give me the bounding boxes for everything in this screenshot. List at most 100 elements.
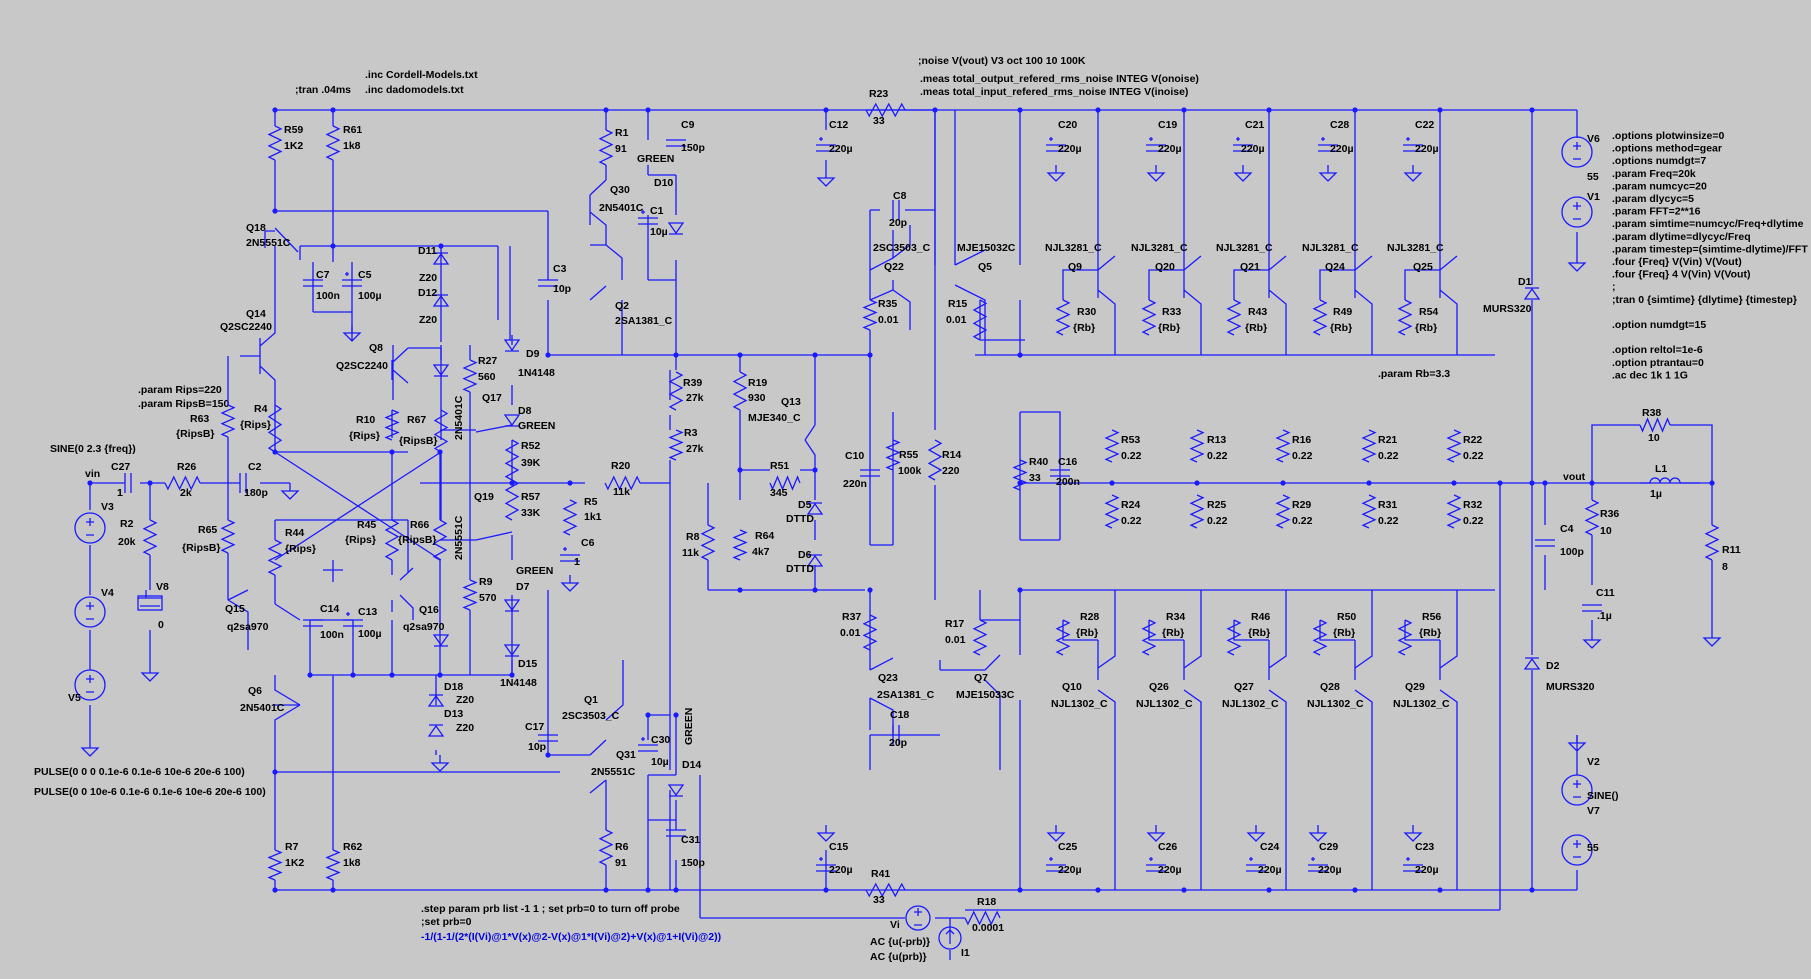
resistor [1312, 299, 1328, 336]
component-label: R46 [1251, 611, 1270, 623]
component-label: R54 [1419, 306, 1438, 318]
component-label: D8 [518, 405, 532, 417]
component-label: NJL1302_C [1136, 698, 1193, 710]
component-label: R19 [748, 377, 767, 389]
component-label: 1k8 [343, 140, 361, 152]
component-label: 0.22 [1207, 515, 1228, 527]
directive-line: .option reltol=1e-6 [1612, 344, 1703, 356]
component-label: R56 [1422, 611, 1441, 623]
component-label: 2N5401C [599, 202, 644, 214]
resistor [964, 910, 1001, 926]
resistor [1397, 299, 1413, 336]
component-label: C13 [358, 606, 377, 618]
diode [1523, 287, 1541, 300]
component-label: D10 [654, 177, 673, 189]
component-label: R53 [1121, 434, 1140, 446]
directive-meas1: .meas total_output_refered_rms_noise INT… [920, 73, 1199, 85]
directive-line: .param timestep=(simtime-dlytime)/FFT [1612, 243, 1808, 255]
component-label: 39K [521, 457, 541, 469]
component-label: C21 [1245, 119, 1264, 131]
component-label: I1 [961, 947, 970, 959]
capacitor [892, 200, 900, 220]
component-label: Q29 [1405, 681, 1425, 693]
component-label: 2N5401C [240, 702, 285, 714]
component-label: V4 [101, 587, 114, 599]
component-label: L1 [1655, 463, 1667, 475]
component-label: 100k [898, 465, 922, 477]
component-label: V2 [1587, 756, 1600, 768]
capacitor [343, 612, 363, 627]
component-label: DTTD [786, 563, 814, 575]
component-label: 0.22 [1463, 515, 1484, 527]
component-label: NJL3281_C [1045, 242, 1102, 254]
component-label: 100µ [358, 290, 382, 302]
diode [503, 599, 521, 612]
directive-line: .param dlycyc=5 [1612, 193, 1694, 205]
component-label: vout [1563, 471, 1586, 483]
component-label: 0.22 [1378, 450, 1399, 462]
component-label: 10p [528, 741, 546, 753]
component-label: V6 [1587, 133, 1600, 145]
component-label: C2 [248, 461, 262, 473]
component-label: 220µ [1058, 143, 1082, 155]
directive-line: .param numcyc=20 [1612, 180, 1707, 192]
component-label: V5 [68, 692, 81, 704]
component-label: 100p [1560, 546, 1584, 558]
capacitor [1050, 469, 1070, 477]
resistor [1189, 494, 1205, 529]
component-label: C14 [320, 603, 339, 615]
component-label: Z20 [419, 272, 437, 284]
component-label: MJE340_C [748, 412, 801, 424]
component-label: 0.22 [1463, 450, 1484, 462]
ground [1146, 825, 1166, 842]
resistor [433, 409, 449, 453]
component-label: Q8 [369, 342, 383, 354]
resistor [267, 849, 283, 881]
component-label: Q1 [584, 694, 598, 706]
capacitor [1146, 857, 1166, 872]
diode [427, 694, 445, 707]
component-label: GREEN [516, 565, 553, 577]
component-label: R18 [977, 896, 996, 908]
voltage-source [74, 512, 106, 544]
component-label: C25 [1058, 841, 1077, 853]
source-pulse2: PULSE(0 0 10e-6 0.1e-6 0.1e-6 10e-6 20e-… [34, 786, 266, 798]
component-label: 220µ [1058, 864, 1082, 876]
component-label: 2SC3503_C [873, 242, 931, 254]
component-label: SINE() [1587, 790, 1619, 802]
resistor [668, 371, 684, 411]
component-label: D15 [518, 658, 537, 670]
component-label: Z20 [419, 314, 437, 326]
resistor [769, 475, 801, 491]
component-label: 100n [316, 290, 340, 302]
diode [806, 502, 824, 515]
component-label: Q6 [248, 685, 262, 697]
component-label: Q17 [482, 392, 502, 404]
resistor [164, 475, 201, 491]
component-label: C26 [1158, 841, 1177, 853]
capacitor [1246, 857, 1266, 872]
param-rb: .param Rb=3.3 [1378, 368, 1450, 380]
component-label: C11 [1596, 587, 1615, 599]
diode [427, 724, 445, 737]
component-label: D13 [444, 708, 463, 720]
component-label-vertical: GREEN [683, 708, 695, 745]
component-label: 0.22 [1292, 515, 1313, 527]
component-label: 10 [1648, 432, 1660, 444]
component-label: NJL1302_C [1307, 698, 1364, 710]
component-label: Z20 [456, 722, 474, 734]
ground [1308, 825, 1328, 842]
component-label: Q16 [419, 604, 439, 616]
capacitor [1046, 857, 1066, 872]
component-label: C31 [681, 834, 700, 846]
component-label: D1 [1518, 276, 1532, 288]
directive-block-right: .options plotwinsize=0.options method=ge… [1612, 130, 1808, 381]
capacitor [303, 619, 323, 627]
component-label: R27 [478, 355, 497, 367]
ground [1403, 825, 1423, 842]
component-label: R63 [190, 413, 209, 425]
component-label: 20k [118, 536, 136, 548]
component-label: {Rips} [240, 419, 271, 431]
resistor [1639, 417, 1671, 433]
resistor [1141, 299, 1157, 336]
